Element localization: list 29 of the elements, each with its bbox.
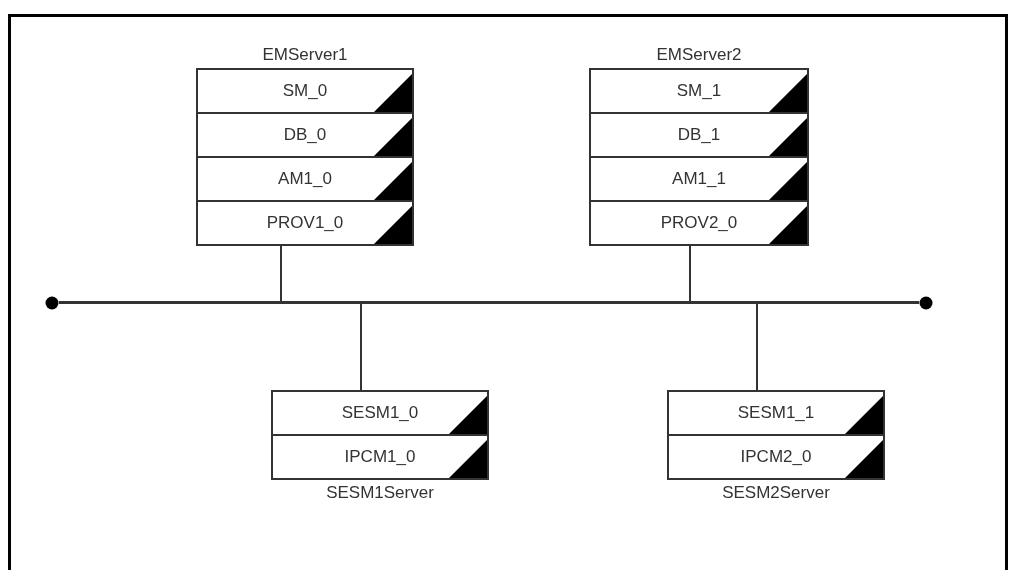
component-row [591,112,807,156]
component-name: PROV1_0 [266,213,344,233]
connector-line [280,245,282,302]
component-name: IPCM1_0 [344,447,416,467]
component-row [591,156,807,200]
server-name: EMServer1 [261,44,349,66]
component-name: DB_1 [677,125,721,145]
component-row [591,200,807,244]
component-name: SESM1_1 [737,403,815,423]
component-name: PROV2_0 [660,213,738,233]
component-name: SESM1_0 [341,403,419,423]
component-name: AM1_1 [672,169,726,189]
component-name: SM_0 [282,81,328,101]
component-name: IPCM2_0 [740,447,812,467]
component-row [198,112,412,156]
bus-line [59,301,919,304]
component-row [669,434,883,478]
connector-line [756,303,758,391]
connector-line [360,303,362,391]
server-name: SESM1Server [325,482,435,504]
component-row [198,156,412,200]
component-name: SM_1 [676,81,722,101]
component-name: DB_0 [283,125,327,145]
connector-line [689,245,691,302]
component-row [198,200,412,244]
component-name: AM1_0 [278,169,332,189]
component-row [273,434,487,478]
server-name: EMServer2 [655,44,743,66]
server-name: SESM2Server [721,482,831,504]
